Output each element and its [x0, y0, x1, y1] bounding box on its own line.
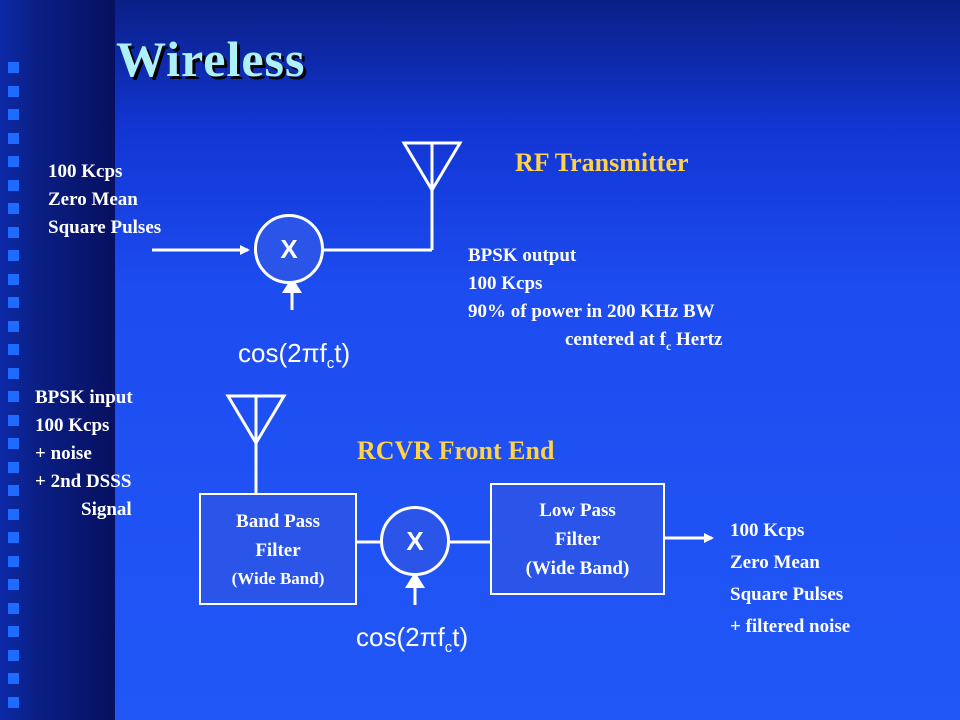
decor-square	[8, 603, 19, 614]
rx-carrier-base: cos(2πf	[356, 622, 445, 652]
tx-input-line-1: 100 Kcps	[48, 161, 123, 182]
decor-square	[8, 650, 19, 661]
rx-output-line-1: 100 Kcps	[730, 520, 805, 541]
decor-square	[8, 579, 19, 590]
decor-square	[8, 133, 19, 144]
tx-mixer: X	[254, 214, 324, 284]
rx-input-label: BPSK input 100 Kcps + noise + 2nd DSSS S…	[35, 384, 133, 524]
bpf-line-2: Filter	[255, 539, 301, 561]
tx-output-label: BPSK output 100 Kcps 90% of power in 200…	[468, 242, 722, 360]
tx-input-label: 100 Kcps Zero Mean Square Pulses	[48, 158, 161, 242]
decor-square	[8, 250, 19, 261]
decor-square	[8, 62, 19, 73]
tx-carrier-sub: c	[326, 355, 335, 373]
decor-square	[8, 438, 19, 449]
lpf-line-2: Filter	[554, 528, 601, 550]
decor-square	[8, 321, 19, 332]
bpf-line-3: (Wide Band)	[231, 568, 325, 588]
rx-carrier-arrowhead	[405, 572, 425, 588]
decor-square	[8, 368, 19, 379]
decor-square	[8, 673, 19, 684]
rx-input-line-4: + 2nd DSSS	[35, 471, 132, 492]
decor-square	[8, 297, 19, 308]
low-pass-filter-block: Low Pass Filter (Wide Band)	[490, 483, 665, 595]
decor-squares	[0, 0, 30, 720]
rx-input-line-5: Signal	[81, 499, 132, 520]
band-pass-filter-block: Band Pass Filter (Wide Band)	[199, 493, 357, 605]
rx-output-label: 100 Kcps Zero Mean Square Pulses + filte…	[730, 515, 850, 643]
decor-square	[8, 556, 19, 567]
decor-square	[8, 697, 19, 708]
decor-square	[8, 274, 19, 285]
tx-carrier-arrowhead	[282, 277, 302, 293]
lpf-line-1: Low Pass	[539, 499, 616, 521]
decor-square	[8, 626, 19, 637]
bpf-line-1: Band Pass	[236, 510, 320, 532]
rx-output-line-2: Zero Mean	[730, 552, 820, 573]
decor-square	[8, 344, 19, 355]
left-decor-band	[0, 0, 115, 720]
slide-title: Wireless	[116, 31, 306, 87]
decor-square	[8, 415, 19, 426]
rx-input-line-3: + noise	[35, 443, 92, 464]
rx-input-line-2: 100 Kcps	[35, 415, 110, 436]
rx-output-line-4: + filtered noise	[730, 616, 851, 637]
tx-input-line-2: Zero Mean	[48, 189, 138, 210]
tx-input-line-3: Square Pulses	[48, 217, 162, 238]
decor-square	[8, 86, 19, 97]
decor-square	[8, 509, 19, 520]
decor-square	[8, 462, 19, 473]
rx-carrier-tail: t)	[452, 622, 469, 652]
tx-carrier-base: cos(2πf	[238, 338, 327, 368]
tx-heading: RF Transmitter	[515, 148, 689, 177]
tx-output-line-4: centered at fc Hertz	[468, 326, 722, 360]
decor-square	[8, 109, 19, 120]
decor-square	[8, 203, 19, 214]
tx-output-line-3: 90% of power in 200 KHz BW	[468, 301, 715, 322]
tx-output-line-1: BPSK output	[468, 245, 577, 266]
rx-input-line-1: BPSK input	[35, 387, 133, 408]
rx-heading: RCVR Front End	[357, 436, 555, 465]
decor-square	[8, 227, 19, 238]
rx-output-line-3: Square Pulses	[730, 584, 844, 605]
tx-carrier-tail: t)	[334, 338, 351, 368]
decor-square	[8, 391, 19, 402]
decor-square	[8, 532, 19, 543]
tx-output-sub: c	[665, 338, 672, 353]
tx-output-line-2: 100 Kcps	[468, 273, 543, 294]
decor-square	[8, 156, 19, 167]
rx-mixer: X	[380, 506, 450, 576]
tx-output-suffix: Hertz	[671, 329, 723, 350]
tx-output-prefix: centered at f	[565, 329, 666, 350]
lpf-line-3: (Wide Band)	[525, 557, 630, 579]
rx-carrier-label: cos(2πfct)	[356, 622, 468, 656]
rx-carrier-sub: c	[444, 639, 453, 657]
decor-square	[8, 485, 19, 496]
tx-carrier-label: cos(2πfct)	[238, 338, 350, 372]
decor-square	[8, 180, 19, 191]
